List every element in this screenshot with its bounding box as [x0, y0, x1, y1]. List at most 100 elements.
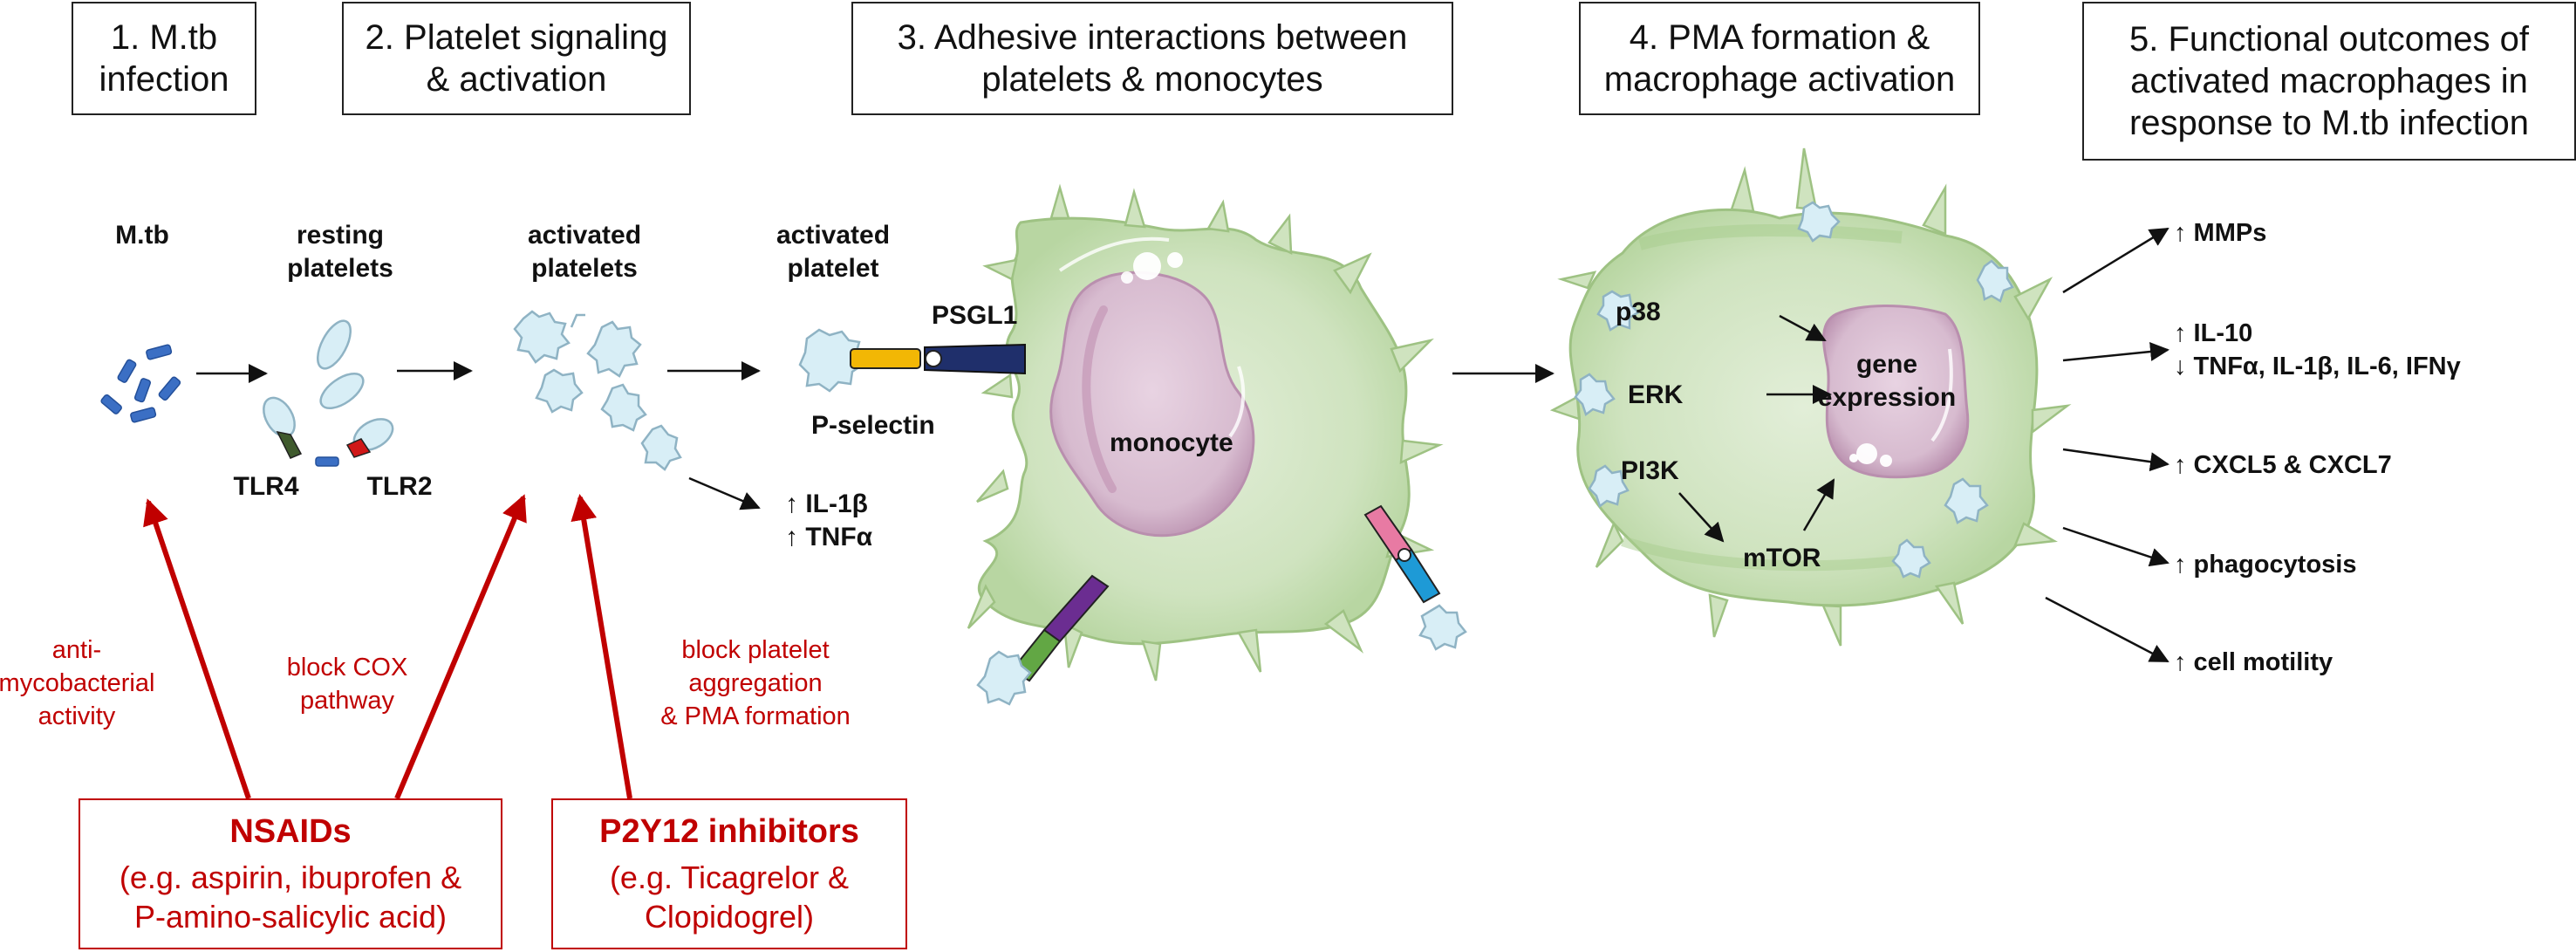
adhered-platelet	[1797, 201, 1841, 243]
label-psgl1: PSGL1	[932, 301, 1018, 330]
step-5-line-3: response to M.tb infection	[2128, 104, 2530, 142]
note-anti-line-3: activity	[38, 702, 116, 730]
attached-platelet	[976, 650, 1032, 706]
step-3-line-1: 3. Adhesive interactions between	[897, 18, 1408, 57]
nsaids-line-1: (e.g. aspirin, ibuprofen &	[119, 860, 462, 896]
tlr4-receptor	[276, 430, 303, 459]
note-cox-line-1: block COX	[286, 654, 408, 681]
tlr2-receptor	[345, 438, 372, 458]
arrow	[2045, 596, 2169, 663]
label-mtor: mTOR	[1743, 544, 1821, 572]
step-4-line-2: macrophage activation	[1603, 60, 1956, 99]
label-resting-line-2: platelets	[287, 254, 393, 283]
p2y12-box: P2Y12 inhibitors (e.g. Ticagrelor & Clop…	[551, 798, 907, 949]
bacterium	[315, 456, 339, 467]
label-pi3k: PI3K	[1621, 456, 1679, 485]
outcome-phagocytosis: ↑ phagocytosis	[2174, 551, 2357, 579]
arrow	[1678, 492, 1725, 543]
macrophage-nucleus	[1822, 305, 1970, 479]
step-1-line-1: 1. M.tb	[110, 18, 218, 57]
step-5-line-1: 5. Functional outcomes of	[2128, 20, 2530, 58]
adhered-platelet	[1588, 464, 1630, 509]
arrow	[2062, 448, 2169, 472]
psgl1-bar	[924, 343, 1026, 375]
label-erk: ERK	[1628, 380, 1684, 409]
arrow	[2062, 526, 2169, 567]
label-gene-line-1: gene	[1855, 350, 1918, 379]
activated-platelet	[513, 310, 571, 364]
bacterium	[130, 407, 157, 423]
attached-platelet	[1418, 604, 1467, 651]
label-activated-line-2: platelets	[531, 254, 638, 283]
adhered-platelet	[1944, 477, 1989, 524]
arrow	[1802, 478, 1835, 531]
step-box-4: 4. PMA formation &macrophage activation	[1579, 2, 1980, 115]
activated-platelet	[640, 424, 682, 471]
pselectin-bar	[850, 348, 921, 369]
step-5-line-2: activated macrophages in	[2130, 62, 2528, 100]
note-cox-line-2: pathway	[299, 687, 395, 715]
resting-platelets	[263, 319, 394, 451]
nsaids-title: NSAIDs	[229, 812, 352, 850]
label-mtb: M.tb	[115, 221, 169, 250]
step-1-line-2: infection	[99, 60, 229, 99]
receptor-complex-pink-blue	[1363, 504, 1467, 651]
label-p38: p38	[1616, 298, 1661, 326]
receptor-complex-purple-green	[976, 574, 1110, 706]
note-agg-line-3: & PMA formation	[660, 702, 851, 730]
step-3-line-2: platelets & monocytes	[981, 60, 1323, 99]
arrow	[2062, 227, 2169, 294]
bacterium	[158, 376, 181, 401]
note-agg-line-2: aggregation	[688, 669, 823, 697]
bacterium	[146, 344, 173, 360]
arrow	[1779, 314, 1827, 342]
arrow	[2062, 342, 2169, 362]
resting-platelet	[319, 373, 365, 409]
label-tlr4: TLR4	[233, 472, 299, 501]
psgl1-pselectin-complex	[798, 328, 1026, 393]
note-anti-line-1: anti-	[51, 636, 102, 664]
resting-platelet	[317, 319, 352, 370]
label-activated-line-1: activated	[527, 221, 642, 250]
p2y12-line-1: (e.g. Ticagrelor &	[609, 860, 850, 896]
outcome-mmps: ↑ MMPs	[2174, 219, 2267, 247]
activated-platelets	[513, 310, 682, 471]
adhered-platelet	[1574, 373, 1616, 417]
step-4-line-1: 4. PMA formation &	[1629, 18, 1930, 57]
note-agg-line-1: block platelet	[681, 636, 830, 664]
mtb-bacteria	[100, 344, 339, 467]
adhered-platelet	[1976, 259, 2014, 303]
label-tlr2: TLR2	[366, 472, 433, 501]
note-anti-line-2: mycobacterial	[0, 669, 155, 697]
inhibitor-arrow	[571, 494, 632, 799]
outcome-down-cytokines: ↓ TNFα, IL-1β, IL-6, IFNγ	[2174, 353, 2461, 380]
inhibitor-arrow	[394, 494, 527, 800]
step-2-line-2: & activation	[426, 60, 607, 99]
attached-platelet	[798, 328, 864, 393]
macrophage-cell	[1549, 147, 2072, 647]
step-box-2: 2. Platelet signaling& activation	[342, 2, 691, 115]
activated-platelet	[600, 383, 647, 432]
bacterium	[117, 359, 137, 383]
activated-platelet	[535, 368, 584, 414]
label-activated-single-line-2: platelet	[787, 254, 879, 283]
outcome-motility: ↑ cell motility	[2174, 648, 2333, 676]
label-il1b: ↑ IL-1β	[785, 490, 868, 518]
bacterium	[133, 378, 151, 403]
outcome-il10: ↑ IL-10	[2174, 319, 2253, 347]
p2y12-title: P2Y12 inhibitors	[599, 812, 859, 850]
label-monocyte: monocyte	[1110, 428, 1233, 457]
activated-platelet	[586, 320, 642, 378]
nsaids-box: NSAIDs (e.g. aspirin, ibuprofen & P-amin…	[79, 798, 502, 949]
outcome-cxcl: ↑ CXCL5 & CXCL7	[2174, 451, 2392, 479]
inhibitor-arrow	[143, 498, 251, 799]
bacterium	[100, 394, 122, 414]
label-pselectin: P-selectin	[811, 411, 935, 440]
monocyte-cell	[967, 183, 1444, 681]
arrow	[688, 476, 761, 510]
p2y12-line-2: Clopidogrel)	[644, 899, 815, 935]
